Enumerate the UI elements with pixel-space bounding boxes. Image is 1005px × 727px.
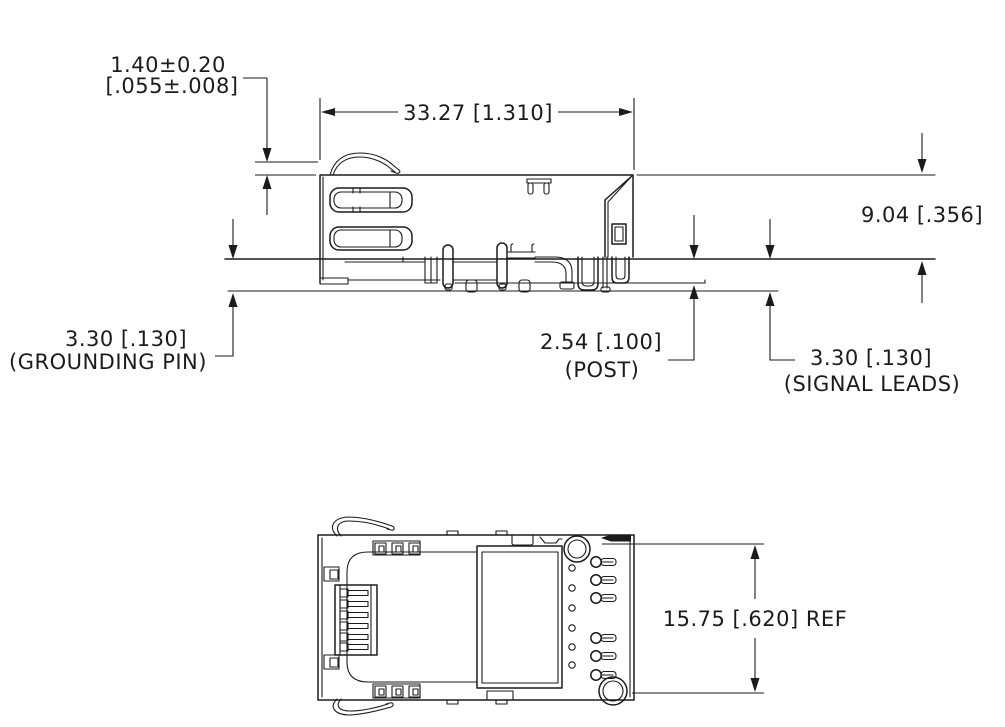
- arrowhead-up-icon: [228, 293, 238, 307]
- dim-tab-metric: 1.40±0.20: [110, 53, 226, 77]
- connector-bottom-outline: [317, 534, 635, 701]
- dimension-shield-tab-height: 1.40±0.20 [.055±.008]: [106, 53, 318, 215]
- bottom-view: [317, 516, 635, 716]
- signal-lead-pin: [590, 632, 617, 644]
- arrowhead-up-icon: [689, 285, 699, 299]
- arrowhead-up-icon: [262, 175, 272, 189]
- arrowhead-right-icon: [619, 108, 633, 116]
- top-clip-tab: [526, 178, 552, 195]
- lead-end-line: [227, 279, 779, 292]
- contact-comb: [334, 584, 378, 656]
- grounding-post-bottom: [598, 676, 628, 706]
- dim-post-label: (POST): [565, 358, 640, 382]
- dim-grounding-value: 3.30 [.130]: [65, 327, 187, 351]
- signal-lead-pins: [590, 556, 617, 681]
- grounding-post-top: [563, 535, 591, 563]
- shield-slot-row-bottom: [372, 683, 421, 699]
- connector-side-outline: [319, 174, 634, 284]
- arrowhead-down-icon: [917, 159, 927, 173]
- signal-lead-pin: [590, 592, 617, 604]
- dim-height-value: 9.04 [.356]: [861, 203, 983, 227]
- post-hole-dots: [568, 564, 576, 669]
- dim-post-value: 2.54 [.100]: [540, 330, 662, 354]
- dimension-post: 2.54 [.100] (POST): [540, 215, 699, 382]
- dimension-grounding-pin: 3.30 [.130] (GROUNDING PIN): [9, 219, 238, 374]
- dim-signal-value: 3.30 [.130]: [810, 346, 932, 370]
- signal-lead-pin: [590, 556, 617, 568]
- grounding-spring-tab: [329, 152, 401, 176]
- underside-details: [319, 242, 630, 293]
- spring-tab-top: [332, 516, 395, 537]
- arrowhead-up-icon: [750, 545, 760, 559]
- dimension-signal-leads: 3.30 [.130] (SIGNAL LEADS): [765, 219, 960, 396]
- side-latch-squares: [323, 566, 340, 670]
- dim-tab-imperial: [.055±.008]: [106, 74, 239, 98]
- arrowhead-down-icon: [228, 245, 238, 259]
- shield-latch-window-bottom: [329, 226, 413, 251]
- side-view: [224, 152, 936, 293]
- arrowhead-down-icon: [765, 245, 775, 259]
- dim-width-value: 33.27 [1.310]: [403, 101, 553, 125]
- dim-depth-value: 15.75 [.620] REF: [663, 607, 848, 631]
- arrowhead-down-icon: [689, 245, 699, 259]
- shield-latch-window-top: [329, 187, 413, 213]
- dim-grounding-label: (GROUNDING PIN): [9, 350, 207, 374]
- dim-signal-label: (SIGNAL LEADS): [784, 372, 960, 396]
- arrowhead-up-icon: [917, 261, 927, 275]
- shield-slot-row-top: [372, 540, 421, 556]
- signal-lead-pin: [590, 574, 617, 586]
- dimension-body-depth: 15.75 [.620] REF: [602, 543, 848, 694]
- dimension-body-width: 33.27 [1.310]: [319, 98, 635, 170]
- insert-block: [446, 530, 563, 705]
- arrowhead-down-icon: [262, 148, 272, 162]
- signal-lead-pin: [590, 669, 617, 681]
- arrowhead-down-icon: [750, 678, 760, 692]
- arrowhead-up-icon: [765, 292, 775, 306]
- shield-seam-mark: [601, 534, 631, 542]
- signal-lead-pin: [590, 650, 617, 662]
- dimension-body-height: 9.04 [.356]: [861, 133, 983, 303]
- inner-shield-outline: [346, 551, 478, 683]
- spring-tab-bottom: [332, 698, 394, 716]
- arrowhead-left-icon: [321, 108, 335, 116]
